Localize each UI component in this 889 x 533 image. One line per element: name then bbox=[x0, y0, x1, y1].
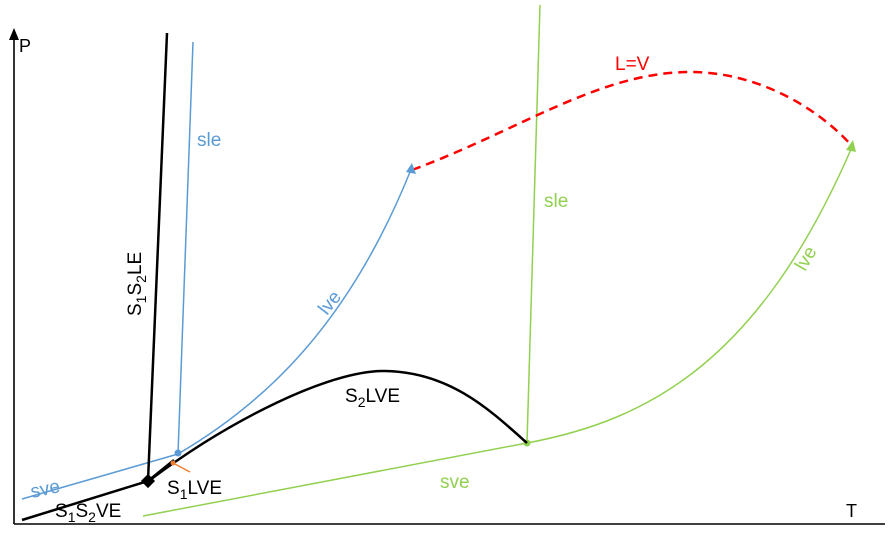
y-axis-label: P bbox=[19, 36, 31, 56]
green-sle-label: sle bbox=[544, 191, 568, 212]
quadruple-point bbox=[140, 473, 156, 489]
s2lve-label: S2LVE bbox=[345, 386, 400, 410]
s1s2ve-curve bbox=[21, 479, 149, 522]
critical-locus-curve bbox=[411, 70, 853, 172]
s1s2le-curve bbox=[146, 32, 169, 482]
x-axis-label: T bbox=[846, 501, 857, 521]
s1s2le-label: S1S2LE bbox=[125, 252, 149, 316]
blue-triple-point bbox=[174, 449, 182, 457]
green-sle-curve bbox=[526, 4, 541, 444]
blue-sle-label: sle bbox=[197, 130, 221, 151]
blue-sve-label: sve bbox=[29, 476, 62, 503]
green-sve-curve bbox=[142, 442, 528, 517]
s1lve-point bbox=[170, 460, 176, 466]
green-sve-label: sve bbox=[440, 472, 470, 493]
y-axis-arrow-icon bbox=[9, 28, 19, 40]
s2lve-curve bbox=[149, 369, 528, 482]
blue-sle-curve bbox=[177, 41, 194, 455]
green-lve-label: lve bbox=[791, 243, 821, 275]
s1lve-pointer bbox=[172, 462, 191, 473]
blue-lve-label: lve bbox=[314, 287, 346, 319]
green-critical-arrow-icon bbox=[846, 140, 856, 152]
blue-sve-curve bbox=[21, 453, 179, 500]
blue-lve-curve bbox=[177, 171, 411, 455]
s1lve-label: S1LVE bbox=[167, 478, 222, 502]
green-lve-curve bbox=[526, 146, 853, 444]
critical-line-label: L=V bbox=[615, 54, 650, 75]
s1s2ve-label: S1S2VE bbox=[55, 501, 121, 525]
blue-critical-arrow-icon bbox=[406, 163, 416, 174]
